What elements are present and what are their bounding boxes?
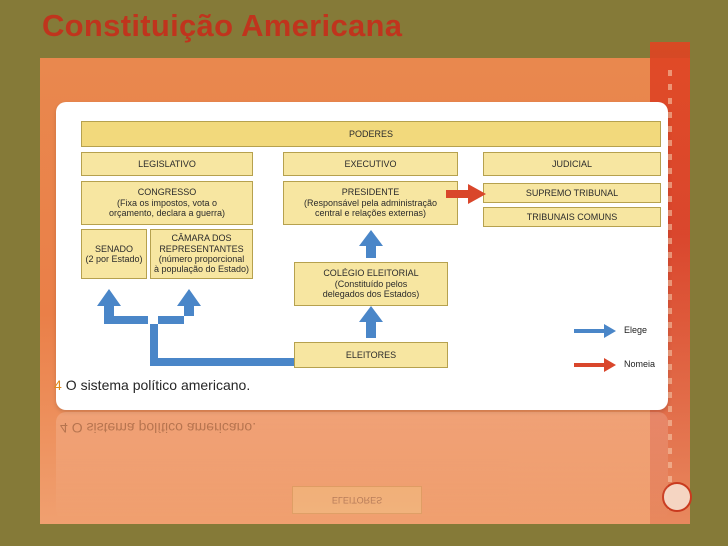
executivo-label: EXECUTIVO xyxy=(344,158,397,169)
presidente-line1: (Responsável pela administração xyxy=(303,197,438,208)
diagram-reflection: 4 O sistema político americano. ELEITORE… xyxy=(56,412,668,520)
tribunais-comuns-box: TRIBUNAIS COMUNS xyxy=(483,207,661,227)
presidente-box: PRESIDENTE (Responsável pela administraç… xyxy=(283,181,458,225)
senado-line1: SENADO xyxy=(94,243,133,254)
colegio-line1: (Constituído pelos xyxy=(334,278,408,289)
camara-box: CÂMARA DOS REPRESENTANTES (número propor… xyxy=(150,229,253,279)
decorative-logo-icon xyxy=(662,482,692,512)
reflection-caption: 4 O sistema político americano. xyxy=(60,420,256,436)
caption-text: O sistema político americano. xyxy=(65,377,251,393)
poderes-box: PODERES xyxy=(81,121,661,147)
presidente-title: PRESIDENTE xyxy=(341,187,400,198)
legend-nomeia-arrow-icon xyxy=(574,358,616,372)
camara-line4: à população do Estado) xyxy=(153,264,250,275)
colegio-line2: delegados dos Estados) xyxy=(322,289,420,300)
judicial-label: JUDICIAL xyxy=(551,158,592,169)
eleitores-to-colegio-arrow xyxy=(359,306,383,338)
legend-elege-label: Elege xyxy=(624,325,648,335)
supremo-label: SUPREMO TRIBUNAL xyxy=(525,187,619,198)
slide-title: Constituição Americana xyxy=(42,8,403,43)
congresso-title: CONGRESSO xyxy=(137,187,197,198)
reflection-eleitores-box: ELEITORES xyxy=(292,486,422,514)
executivo-box: EXECUTIVO xyxy=(283,152,458,176)
legislativo-label: LEGISLATIVO xyxy=(138,158,196,169)
reflection-eleitores-label: ELEITORES xyxy=(331,495,383,505)
eleitores-box: ELEITORES xyxy=(294,342,448,368)
colegio-to-presidente-arrow xyxy=(359,230,383,258)
legislativo-box: LEGISLATIVO xyxy=(81,152,253,176)
colegio-eleitoral-box: COLÉGIO ELEITORIAL (Constituído pelos de… xyxy=(294,262,448,306)
congresso-box: CONGRESSO (Fixa os impostos, vota o orça… xyxy=(81,181,253,225)
reflection-caption-text: O sistema político americano. xyxy=(71,420,257,436)
congresso-line2: orçamento, declara a guerra) xyxy=(108,208,226,219)
legend-nomeia-label: Nomeia xyxy=(624,359,656,369)
eleitores-label: ELEITORES xyxy=(345,349,397,360)
poderes-label: PODERES xyxy=(348,128,393,139)
supremo-tribunal-box: SUPREMO TRIBUNAL xyxy=(483,183,661,203)
presidente-to-supremo-arrow xyxy=(446,184,486,204)
presidente-line2: central e relações externas) xyxy=(314,208,427,219)
decorative-side-pattern xyxy=(668,70,672,510)
senado-box: SENADO (2 por Estado) xyxy=(81,229,147,279)
camara-line1: CÂMARA DOS xyxy=(171,233,232,244)
judicial-box: JUDICIAL xyxy=(483,152,661,176)
legend-elege-arrow-icon xyxy=(574,324,616,338)
tribunais-label: TRIBUNAIS COMUNS xyxy=(526,211,618,222)
eleitores-to-legislativo-connector xyxy=(97,289,294,366)
camara-line2: REPRESENTANTES xyxy=(159,243,244,254)
caption-number: 4 xyxy=(54,377,62,393)
congresso-line1: (Fixa os impostos, vota o xyxy=(116,197,218,208)
senado-line2: (2 por Estado) xyxy=(85,254,143,264)
colegio-title: COLÉGIO ELEITORIAL xyxy=(323,268,419,279)
camara-line3: (número proporcional xyxy=(158,254,245,264)
reflection-caption-number: 4 xyxy=(60,420,68,436)
